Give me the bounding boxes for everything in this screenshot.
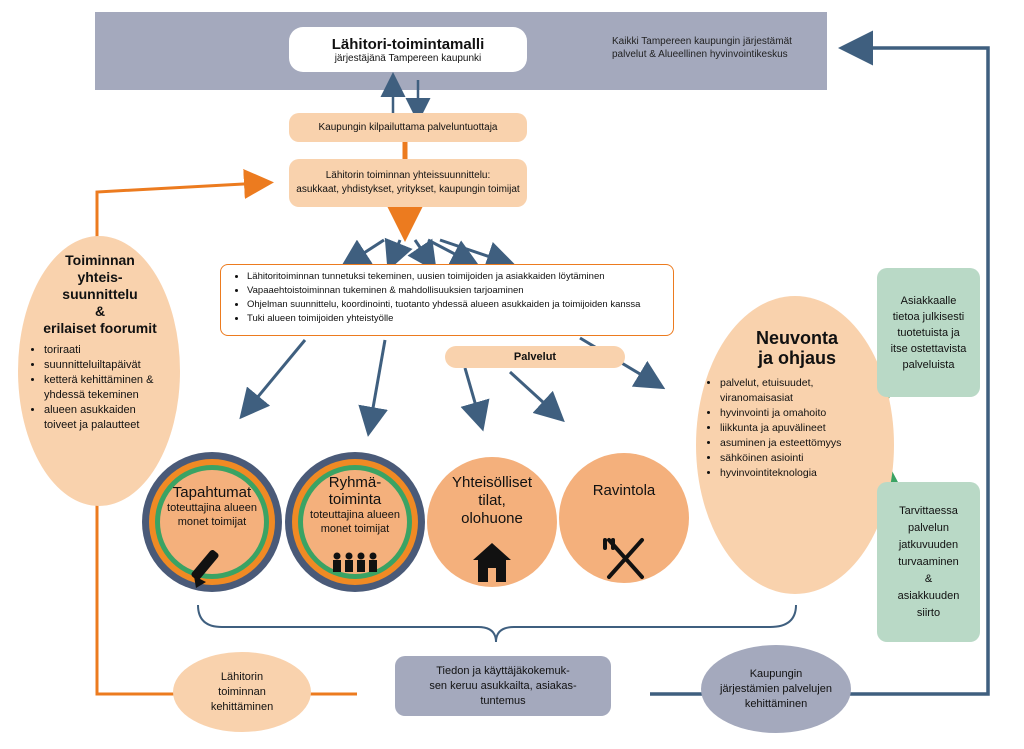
model-title-card: Lähitori-toimintamalli järjestäjänä Tamp…: [289, 27, 527, 72]
advice-item: asuminen ja esteettömyys: [720, 436, 886, 451]
restaurant-circle: [559, 453, 689, 583]
events-title: Tapahtumat: [172, 484, 252, 501]
activity-item: Lähitoritoiminnan tunnetuksi tekeminen, …: [247, 270, 665, 284]
model-subtitle: järjestäjänä Tampereen kaupunki: [334, 52, 482, 64]
model-title: Lähitori-toimintamalli: [331, 35, 485, 53]
people-icon: [333, 552, 377, 572]
advice-list: palvelut, etuisuudet, viranomaisasiat hy…: [708, 376, 886, 481]
advice-title: Neuvonta ja ohjaus: [755, 328, 838, 368]
spaces-label: Yhteisölliset tilat, olohuone: [451, 474, 533, 527]
forum-item: alueen asukkaiden toiveet ja palautteet: [44, 403, 170, 433]
header-right-text: Kaikki Tampereen kaupungin järjestämät p…: [612, 36, 792, 60]
left-forum-content: Toiminnan yhteis- suunnittelu & erilaise…: [30, 252, 170, 433]
group-title-1: Ryhmä-: [328, 474, 382, 491]
activity-item: Ohjelman suunnittelu, koordinointi, tuot…: [247, 298, 665, 312]
restaurant-label: Ravintola: [592, 482, 656, 499]
cocreation-box: Lähitorin toiminnan yhteissuunnittelu: a…: [289, 159, 527, 207]
local-development-ellipse: Lähitorin toiminnan kehittäminen: [173, 652, 311, 732]
feedback-collection-box: Tiedon ja käyttäjäkokemuk- sen keruu asu…: [395, 656, 611, 716]
events-label: Tapahtumat toteuttajina alueen monet toi…: [152, 484, 272, 529]
cutlery-icon: [603, 538, 644, 579]
advice-item: sähköinen asiointi: [720, 451, 886, 466]
left-forum-title: Toiminnan yhteis- suunnittelu & erilaise…: [43, 252, 157, 336]
activities-box: Lähitoritoiminnan tunnetuksi tekeminen, …: [220, 264, 674, 336]
activity-item: Vapaaehtoistoiminnan tukeminen & mahdoll…: [247, 284, 665, 298]
group-subtitle: toteuttajina alueen monet toimijat: [310, 509, 400, 535]
forum-item: ketterä kehittäminen & yhdessä tekeminen: [44, 373, 170, 403]
continuity-box: Tarvittaessa palvelun jatkuvuuden turvaa…: [877, 482, 980, 642]
public-info-box: Asiakkaalle tietoa julkisesti tuotetuist…: [877, 268, 980, 397]
services-pill: Palvelut: [445, 346, 625, 368]
forum-item: suunnitteluiltapäivät: [44, 358, 170, 373]
advice-content: Neuvonta ja ohjaus palvelut, etuisuudet,…: [708, 328, 886, 481]
brace: [197, 604, 797, 643]
activities-list: Lähitoritoiminnan tunnetuksi tekeminen, …: [233, 270, 665, 326]
events-circle: [142, 452, 282, 592]
spaces-circle: [427, 457, 557, 587]
advice-item: hyvinvointiteknologia: [720, 466, 886, 481]
pen-icon: [191, 549, 219, 588]
events-subtitle: toteuttajina alueen monet toimijat: [167, 502, 257, 528]
advice-ellipse: [696, 296, 894, 594]
advice-item: palvelut, etuisuudet, viranomaisasiat: [720, 376, 886, 406]
provider-box: Kaupungin kilpailuttama palveluntuottaja: [289, 113, 527, 142]
city-services-ellipse: Kaupungin järjestämien palvelujen kehitt…: [701, 645, 851, 733]
activity-item: Tuki alueen toimijoiden yhteistyölle: [247, 312, 665, 326]
group-label: Ryhmä- toiminta toteuttajina alueen mone…: [295, 474, 415, 536]
group-circle: [285, 452, 425, 592]
advice-item: hyvinvointi ja omahoito: [720, 406, 886, 421]
forum-item: toriraati: [44, 343, 170, 358]
house-icon: [473, 543, 511, 582]
group-title-2: toiminta: [328, 491, 382, 508]
left-forum-list: toriraati suunnitteluiltapäivät ketterä …: [30, 343, 170, 433]
advice-item: liikkunta ja apuvälineet: [720, 421, 886, 436]
left-forum-ellipse: [18, 236, 180, 506]
